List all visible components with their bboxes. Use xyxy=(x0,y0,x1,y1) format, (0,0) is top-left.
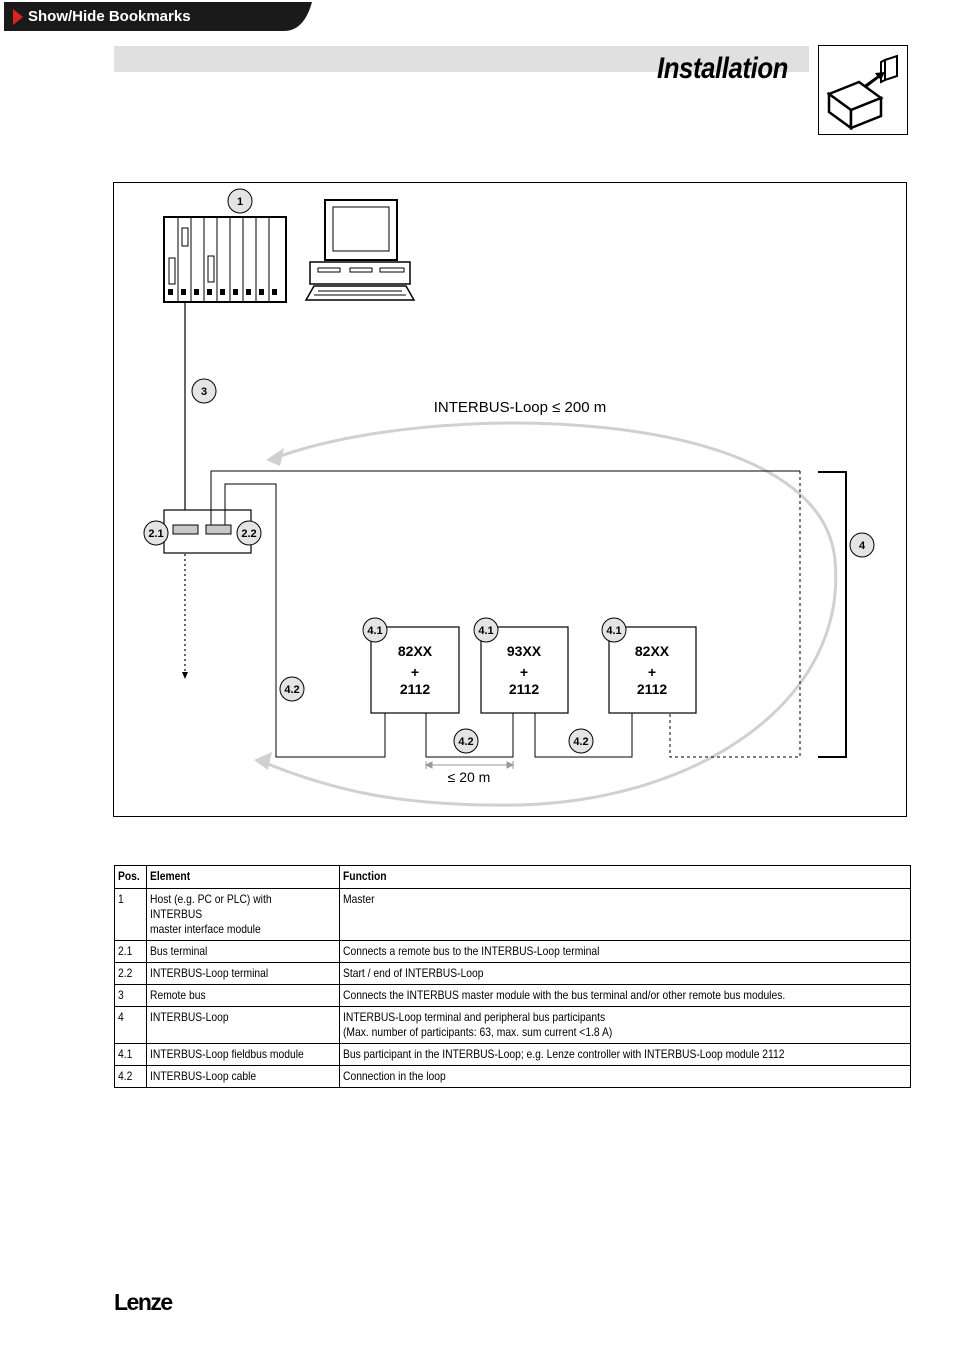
plc-host xyxy=(163,216,287,303)
marker-4-2-b: 4.2 xyxy=(453,728,479,754)
loop-arrow-head-top xyxy=(266,448,284,466)
svg-text:4.2: 4.2 xyxy=(284,684,299,696)
installation-icon-box xyxy=(818,45,908,135)
loop-arrow-head-bottom xyxy=(254,752,272,770)
device-3-line1: 82XX xyxy=(635,643,670,659)
cell-pos: 4.1 xyxy=(114,1043,147,1066)
cell-function: Connection in the loop xyxy=(339,1065,911,1088)
interbus-loop-diagram xyxy=(113,182,907,817)
header-pos: Pos. xyxy=(114,865,147,889)
cell-pos: 4.2 xyxy=(114,1065,147,1088)
device-1-line1: 82XX xyxy=(398,643,433,659)
cell-function: Connects the INTERBUS master module with… xyxy=(339,984,911,1007)
cell-pos: 3 xyxy=(114,984,147,1007)
cell-element: Host (e.g. PC or PLC) with INTERBUS mast… xyxy=(146,888,340,941)
cell-function: INTERBUS-Loop terminal and peripheral bu… xyxy=(339,1006,911,1044)
svg-text:3: 3 xyxy=(201,386,207,398)
header-bar xyxy=(114,46,809,72)
svg-text:4: 4 xyxy=(859,540,866,552)
cell-element: INTERBUS-Loop fieldbus module xyxy=(146,1043,340,1066)
marker-4-2-c: 4.2 xyxy=(568,728,594,754)
device-3-line3: 2112 xyxy=(637,681,668,697)
marker-4-2-a: 4.2 xyxy=(279,676,305,702)
position-markers: 1 3 2.1 2.2 4 4.1 4.1 4.1 4.2 4.2 4.2 xyxy=(143,188,875,754)
cell-function: Bus participant in the INTERBUS-Loop; e.… xyxy=(339,1043,911,1066)
table-row: 4.1 INTERBUS-Loop fieldbus module Bus pa… xyxy=(114,1043,911,1066)
cell-function: Start / end of INTERBUS-Loop xyxy=(339,962,911,985)
installation-icon xyxy=(826,54,898,131)
marker-4-1-b: 4.1 xyxy=(473,617,499,643)
svg-text:4.2: 4.2 xyxy=(458,736,473,748)
table-row: 2.2 INTERBUS-Loop terminal Start / end o… xyxy=(114,962,911,985)
marker-3: 3 xyxy=(191,378,217,404)
cell-function: Master xyxy=(339,888,911,941)
table-row: 4.2 INTERBUS-Loop cable Connection in th… xyxy=(114,1065,911,1088)
cell-pos: 2.2 xyxy=(114,962,147,985)
marker-4-1-c: 4.1 xyxy=(601,617,627,643)
show-hide-bookmarks-label: Show/Hide Bookmarks xyxy=(28,8,191,25)
marker-2-1: 2.1 xyxy=(143,520,169,546)
table-row: 1 Host (e.g. PC or PLC) with INTERBUS ma… xyxy=(114,888,911,941)
svg-text:4.1: 4.1 xyxy=(478,625,493,637)
svg-text:4.1: 4.1 xyxy=(367,625,382,637)
bus-terminal xyxy=(163,509,252,554)
table-header-row: Pos. Element Function xyxy=(114,865,911,889)
bookmark-tab-shape xyxy=(4,2,312,31)
svg-text:2.2: 2.2 xyxy=(241,528,256,540)
cell-function: Connects a remote bus to the INTERBUS-Lo… xyxy=(339,940,911,963)
pc-host xyxy=(304,199,416,301)
table-row: 2.1 Bus terminal Connects a remote bus t… xyxy=(114,940,911,963)
marker-1: 1 xyxy=(227,188,253,214)
page-title: Installation xyxy=(656,52,788,85)
loop-arrow xyxy=(257,421,838,807)
device-1 xyxy=(370,626,460,714)
header-function: Function xyxy=(339,865,911,889)
cell-pos: 1 xyxy=(114,888,147,941)
svg-text:2.1: 2.1 xyxy=(148,528,163,540)
legend-table: Pos. Element Function 1 Host (e.g. PC or… xyxy=(114,865,911,1088)
triangle-right-icon xyxy=(13,9,23,25)
cell-element: Remote bus xyxy=(146,984,340,1007)
cell-element: INTERBUS-Loop xyxy=(146,1006,340,1044)
svg-text:4.1: 4.1 xyxy=(606,625,621,637)
device-2-line3: 2112 xyxy=(509,681,540,697)
svg-text:1: 1 xyxy=(237,196,243,208)
device-3-line2: + xyxy=(648,664,656,680)
marker-4-1-a: 4.1 xyxy=(362,617,388,643)
header-element: Element xyxy=(146,865,340,889)
device-1-line2: + xyxy=(411,664,419,680)
show-hide-bookmarks-button[interactable]: Show/Hide Bookmarks xyxy=(4,2,312,31)
marker-2-2: 2.2 xyxy=(236,520,262,546)
cable-length-label: ≤ 20 m xyxy=(448,769,491,785)
cell-element: Bus terminal xyxy=(146,940,340,963)
diagram-drawing: 82XX + 2112 93XX + 2112 82XX + 2112 INTE… xyxy=(143,188,875,807)
cell-pos: 2.1 xyxy=(114,940,147,963)
device-3 xyxy=(608,626,697,714)
lenze-logo: Lenze xyxy=(114,1289,173,1315)
device-2-line2: + xyxy=(520,664,528,680)
device-2 xyxy=(480,626,569,714)
table-row: 3 Remote bus Connects the INTERBUS maste… xyxy=(114,984,911,1007)
marker-4: 4 xyxy=(849,532,875,558)
device-2-line1: 93XX xyxy=(507,643,542,659)
table-row: 4 INTERBUS-Loop INTERBUS-Loop terminal a… xyxy=(114,1006,911,1044)
svg-text:4.2: 4.2 xyxy=(573,736,588,748)
loop-length-label: INTERBUS-Loop ≤ 200 m xyxy=(434,399,606,416)
cell-element: INTERBUS-Loop cable xyxy=(146,1065,340,1088)
device-1-line3: 2112 xyxy=(400,681,431,697)
cell-pos: 4 xyxy=(114,1006,147,1044)
cell-element: INTERBUS-Loop terminal xyxy=(146,962,340,985)
